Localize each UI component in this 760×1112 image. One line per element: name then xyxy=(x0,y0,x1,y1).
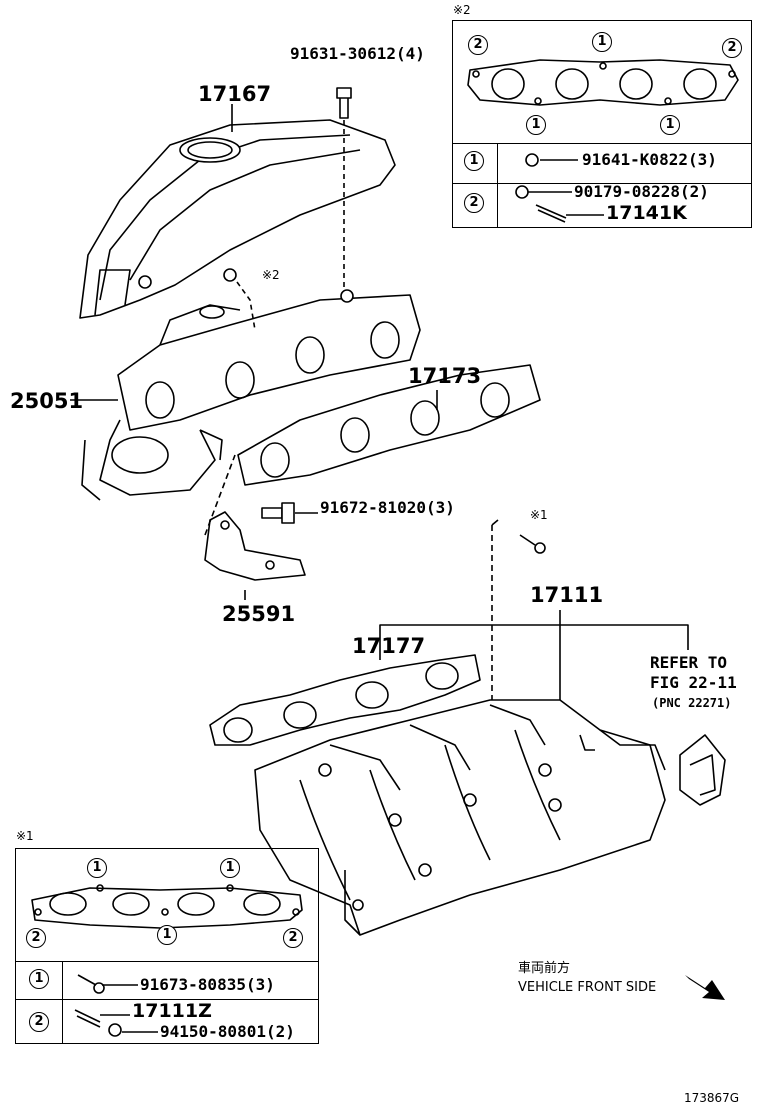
direction-en: VEHICLE FRONT SIDE xyxy=(518,980,657,995)
leader-lines xyxy=(379,610,689,710)
intake-manifold-drawing xyxy=(254,699,726,936)
label-exhaust-manifold: 25051 xyxy=(10,389,84,413)
top-row1-index: 1 xyxy=(464,151,484,171)
top-row1-part: 91641-K0822(3) xyxy=(582,150,717,169)
stay-drawing xyxy=(204,454,306,600)
ref-mark-2: ※2 xyxy=(262,268,280,282)
label-stay-bolt: 91672-81020(3) xyxy=(320,498,455,517)
label-manifold-gasket: 17173 xyxy=(408,364,482,388)
bottom-detail-panel xyxy=(15,848,319,1044)
front-arrow xyxy=(685,975,725,1000)
stay-bolt-drawing xyxy=(261,502,318,524)
refer-line-2: FIG 22-11 xyxy=(650,673,737,692)
exhaust-manifold-drawing xyxy=(81,268,421,501)
direction-jp: 車両前方 xyxy=(518,961,571,976)
top-row2-index: 2 xyxy=(464,193,484,213)
bottom-circle-2b: 2 xyxy=(283,928,303,948)
bottom-panel-gasket xyxy=(31,884,303,1037)
bolt-drawing xyxy=(336,87,352,295)
bottom-row1-index: 1 xyxy=(29,969,49,989)
exhaust-gasket-drawing xyxy=(237,364,541,486)
top-circle-1a: 1 xyxy=(592,32,612,52)
label-intake-gasket: 17177 xyxy=(352,634,426,658)
figure-id: 173867G xyxy=(684,1091,740,1105)
label-intake-manifold: 17111 xyxy=(530,583,604,607)
bottom-circle-1c: 1 xyxy=(157,925,177,945)
refer-line-3: (PNC 22271) xyxy=(652,696,732,710)
top-detail-panel xyxy=(452,20,752,228)
top-circle-2a: 2 xyxy=(468,35,488,55)
bottom-row2-part-b: 94150-80801(2) xyxy=(160,1022,295,1041)
intake-gasket-drawing xyxy=(209,654,481,746)
label-bolt-insulator: 91631-30612(4) xyxy=(290,44,425,63)
bottom-circle-1a: 1 xyxy=(87,858,107,878)
refer-line-1: REFER TO xyxy=(650,653,728,672)
intake-bolt-drawing xyxy=(491,519,546,720)
bottom-circle-2a: 2 xyxy=(26,928,46,948)
bottom-row1-part: 91673-80835(3) xyxy=(140,975,275,994)
top-panel-gasket xyxy=(467,59,739,223)
label-heat-insulator: 17167 xyxy=(198,82,272,106)
top-circle-2b: 2 xyxy=(722,38,742,58)
top-row2-part-a: 90179-08228(2) xyxy=(574,182,709,201)
bottom-panel-mark: ※1 xyxy=(16,829,34,843)
ref-mark-1: ※1 xyxy=(530,508,548,522)
top-panel-mark: ※2 xyxy=(453,3,471,17)
bottom-row2-part-a: 17111Z xyxy=(132,1000,212,1022)
label-stay: 25591 xyxy=(222,602,296,626)
top-circle-1b: 1 xyxy=(526,115,546,135)
bottom-row2-index: 2 xyxy=(29,1012,49,1032)
top-circle-1c: 1 xyxy=(660,115,680,135)
heat-insulator-drawing xyxy=(79,119,396,319)
bottom-circle-1b: 1 xyxy=(220,858,240,878)
top-row2-part-b: 17141K xyxy=(606,202,687,224)
